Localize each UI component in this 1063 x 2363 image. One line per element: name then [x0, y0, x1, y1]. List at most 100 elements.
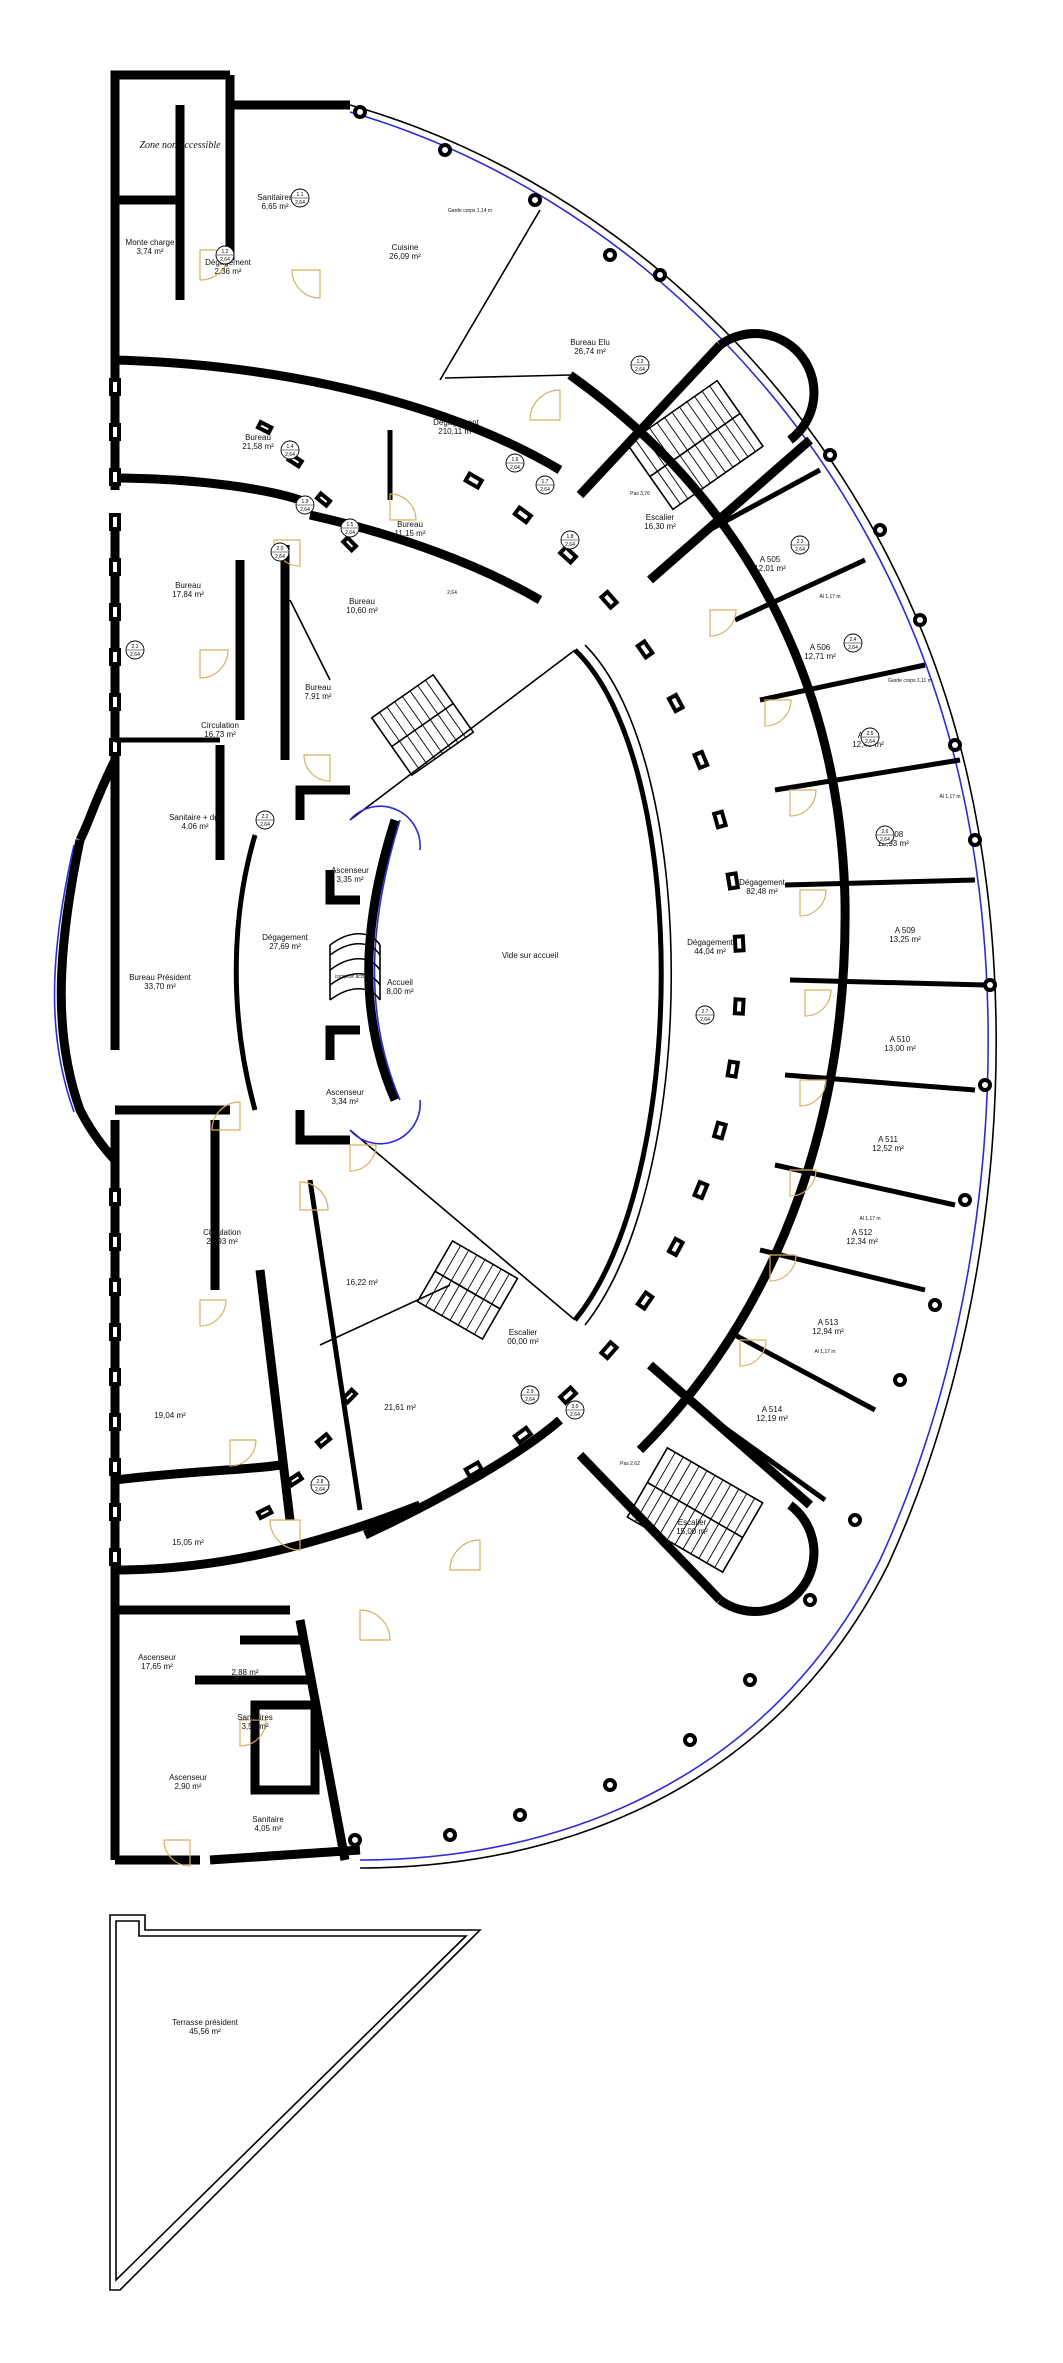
room-name-bureau-elu: Bureau Elu — [570, 338, 610, 347]
room-name-bureau-21: Bureau — [245, 433, 271, 442]
svg-text:2,64: 2,64 — [795, 547, 805, 553]
room-name-sanitaires-bottom: Sanitaires — [237, 1713, 273, 1722]
room-area-bureau-21: 21,58 m² — [242, 442, 274, 451]
svg-text:2.5: 2.5 — [867, 731, 874, 737]
door-swing — [709, 609, 737, 637]
facade-mullion — [958, 1193, 972, 1207]
door-swing — [163, 1839, 191, 1867]
pillar — [666, 692, 686, 714]
room-area-room-1622: 16,22 m² — [346, 1278, 378, 1287]
stair-note-top: Pas 3,76 — [630, 491, 650, 497]
room-area-room-288: 2,88 m² — [231, 1668, 258, 1677]
room-tag: 1.82,64 — [560, 530, 580, 550]
room-area-escalier-top: 16,30 m² — [644, 522, 676, 531]
allege-2: Al 1,17 m — [939, 794, 960, 800]
svg-text:2,64: 2,64 — [510, 465, 520, 471]
room-name-terrasse: Terrasse président — [172, 2018, 239, 2027]
facade-mullion — [743, 1673, 757, 1687]
mullion — [109, 513, 121, 531]
door-swing — [199, 649, 229, 679]
room-tag: 2.6 2,64 — [875, 825, 895, 845]
svg-text:2,64: 2,64 — [130, 652, 140, 658]
svg-text:2,64: 2,64 — [525, 1397, 535, 1403]
mullion — [109, 1188, 121, 1206]
pillar — [691, 1179, 710, 1201]
svg-text:1.4: 1.4 — [287, 444, 294, 450]
door-swing — [804, 989, 832, 1017]
facade-mullion — [928, 1298, 942, 1312]
mullion — [109, 1503, 121, 1521]
svg-text:2,64: 2,64 — [880, 837, 890, 843]
svg-text:2,64: 2,64 — [285, 452, 295, 458]
pillar — [691, 749, 710, 771]
mullion — [109, 378, 121, 396]
room-area-ascenseur-bottom: 17,65 m² — [141, 1662, 173, 1671]
door-swing — [239, 1719, 267, 1747]
door-swing — [229, 1439, 257, 1467]
sub-label: 2,64 — [447, 590, 457, 596]
terrace — [109, 1914, 482, 2291]
room-area-a512: 12,34 m² — [846, 1237, 878, 1246]
upper-partitions — [115, 105, 571, 860]
room-tag: 2.22,64 — [255, 810, 275, 830]
pillar — [285, 1470, 305, 1489]
room-name-escalier-mid: Escalier — [509, 1328, 538, 1337]
mullion — [109, 693, 121, 711]
room-name-degagement-44: Dégagement — [687, 938, 734, 947]
allege-1: Al 1,17 m — [819, 594, 840, 600]
svg-text:2,64: 2,64 — [220, 257, 230, 263]
stair — [416, 1239, 519, 1341]
door-swing — [299, 1181, 329, 1211]
room-area-bureau-elu: 26,74 m² — [574, 347, 606, 356]
facade-mullion — [438, 143, 452, 157]
svg-text:2,64: 2,64 — [300, 507, 310, 513]
room-tag: 1.92,64 — [295, 495, 315, 515]
door-swing — [211, 1101, 241, 1131]
svg-text:2.2: 2.2 — [262, 814, 269, 820]
void-label: Vide sur accueil — [502, 951, 559, 960]
door-swing — [764, 699, 792, 727]
facade-mullion — [443, 1828, 457, 1842]
room-name-bureau-7: Bureau — [305, 683, 331, 692]
mullion — [109, 423, 121, 441]
room-name-ascenseur-bottom: Ascenseur — [138, 1653, 176, 1662]
room-name-escalier-top: Escalier — [646, 513, 675, 522]
pillar — [462, 470, 485, 491]
room-area-degagement-210: 210,11 m² — [438, 427, 474, 436]
garde-corps-right: Garde corps 1,11 m — [888, 678, 932, 684]
plan-notes: Vide sur accueil comptoir accueil Garde … — [335, 208, 961, 1467]
room-area-bureau-10: 10,60 m² — [346, 606, 378, 615]
mullion — [109, 1323, 121, 1341]
room-area-terrasse: 45,56 m² — [189, 2027, 221, 2036]
core-wall — [647, 1361, 813, 1509]
room-area-ascenseur-mid: 3,34 m² — [331, 1097, 358, 1106]
room-area-degagement-27: 27,69 m² — [269, 942, 301, 951]
room-area-circulation-bottom: 21,93 m² — [206, 1237, 238, 1246]
room-tag: 2.32,64 — [790, 535, 810, 555]
room-tag: 1.52,64 — [340, 518, 360, 538]
room-name-a505: A 505 — [760, 555, 781, 564]
room-tag: 2.82,64 — [310, 1475, 330, 1495]
facade-mullion — [948, 738, 962, 752]
svg-text:3.0: 3.0 — [572, 1404, 579, 1410]
pillar — [711, 1120, 729, 1141]
room-area-escalier-mid: 00,00 m² — [507, 1337, 539, 1346]
pillar — [666, 1236, 686, 1258]
room-area-escalier-bottom: 15,00 m² — [676, 1527, 708, 1536]
svg-text:2.6: 2.6 — [882, 829, 889, 835]
room-area-a514: 12,19 m² — [756, 1414, 788, 1423]
room-name-a506: A 506 — [810, 643, 831, 652]
svg-text:1.1: 1.1 — [297, 192, 304, 198]
room-name-a514: A 514 — [762, 1405, 783, 1414]
core-wall — [647, 436, 813, 584]
mullion — [109, 558, 121, 576]
room-area-a506: 12,71 m² — [804, 652, 836, 661]
pillar — [634, 1289, 656, 1312]
facade-mullion — [353, 105, 367, 119]
svg-text:1.2: 1.2 — [222, 249, 229, 255]
mullion — [109, 648, 121, 666]
room-tag: 1.2 2,64 — [215, 245, 235, 265]
room-name-escalier-bottom: Escalier — [678, 1518, 707, 1527]
mullion — [109, 603, 121, 621]
